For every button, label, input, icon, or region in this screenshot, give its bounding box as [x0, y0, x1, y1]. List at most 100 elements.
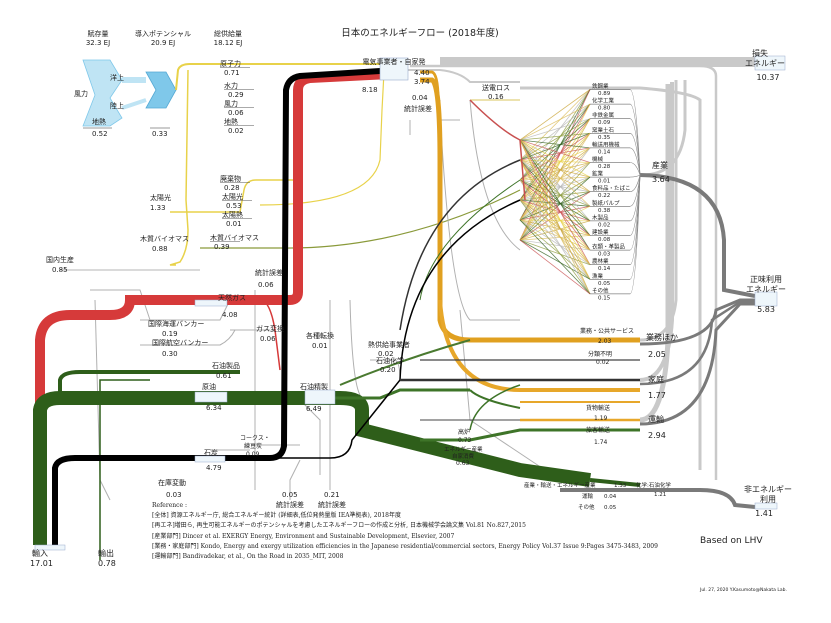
loss-flows	[408, 57, 755, 480]
industry-fan-line	[519, 239, 591, 280]
self-use-label: エネルギー産業	[444, 445, 483, 453]
supply-biomass-label: 木質バイオマス	[210, 233, 259, 242]
loss-output-value: 10.37	[757, 73, 780, 82]
industry-sector-value: 0.80	[598, 106, 611, 112]
industry-sector-value: 0.89	[598, 91, 611, 97]
useful-output-value: 5.83	[757, 305, 775, 314]
industry-sector-value: 0.38	[598, 208, 611, 214]
industry-sector-connector	[629, 133, 641, 176]
industry-sector-value: 0.14	[598, 266, 611, 272]
industry-fan-line	[519, 139, 591, 222]
industry-fan-line	[519, 159, 591, 236]
heat-supply-value: 0.02	[378, 350, 394, 358]
wind-label: 風力	[74, 89, 88, 98]
supply-geo-value: 0.02	[228, 127, 244, 135]
offshore-label: 洋上	[110, 73, 124, 82]
industry-sector-label: 窯業土石	[592, 126, 615, 134]
industry-fan-line	[519, 159, 591, 295]
industry-sector-label: その他	[592, 286, 609, 294]
industry-sector-labels: 鉄鋼業0.89化学工業0.80非鉄金属0.09窯業土石0.35輸送用機械0.14…	[590, 82, 641, 301]
industry-fan-line	[519, 179, 591, 251]
gas-flows	[35, 69, 526, 545]
supply-wind-label: 風力	[224, 99, 238, 108]
industry-sector-value: 0.09	[598, 120, 611, 126]
potential-value: 0.33	[152, 130, 168, 138]
geothermal-value: 0.52	[92, 130, 108, 138]
renewable-potential	[82, 59, 177, 129]
export-label: 輸出	[98, 548, 114, 558]
domestic-value: 0.85	[52, 266, 68, 274]
blast-furnace-value: 0.73	[458, 437, 472, 444]
blast-furnace-label: 高炉	[458, 428, 470, 436]
reference-line: [産業部門] Dincer et al. EXERGY Energy, Envi…	[152, 532, 455, 540]
biz-value: 2.03	[598, 338, 612, 345]
power-value-left: 8.18	[362, 86, 378, 94]
household-output-value: 1.77	[648, 391, 666, 400]
industry-sector-label: 鉄鋼業	[592, 82, 609, 90]
industry-fan-line	[519, 139, 591, 251]
industry-sector-label: 製紙パルプ	[592, 199, 620, 207]
coal-value: 4.79	[206, 464, 222, 472]
power-value-top: 4.40	[414, 69, 430, 77]
industry-sector-label: 農林業	[592, 257, 609, 265]
stock-label: 在庫変動	[158, 478, 186, 487]
stat-potential-value: 20.9 EJ	[151, 39, 175, 47]
self-use-value: 0.63	[456, 460, 470, 467]
supply-solar_heat-value: 0.01	[226, 220, 242, 228]
onshore-label: 陸上	[110, 101, 124, 110]
industry-sector-connector	[629, 174, 641, 178]
industry-sector-label: 鉱業	[592, 170, 604, 178]
industry-fan-line	[519, 139, 591, 178]
passenger-label: 旅客輸送	[586, 426, 610, 434]
stat-bottom2-value: 0.21	[324, 491, 340, 499]
gas-label: 天然ガス	[218, 293, 246, 302]
coke-label: コークス・	[240, 435, 270, 442]
references: Reference : [全体] 資源エネルギー庁, 総合エネルギー統計 (詳細…	[152, 501, 712, 562]
industry-sector-value: 0.22	[598, 193, 610, 199]
biomass-left-value: 0.88	[152, 245, 168, 253]
industry-sector-label: 非鉄金属	[592, 111, 614, 119]
industry-sector-value: 0.28	[598, 164, 611, 170]
refinery-label: 石油精製	[300, 382, 328, 391]
industry-fan-line	[519, 219, 591, 295]
node-boxes	[34, 55, 786, 551]
supply-wind-value: 0.06	[228, 109, 244, 117]
renewable-flows	[169, 63, 520, 266]
nonenergy-transport-label: 運輸	[582, 492, 594, 500]
industry-sector-value: 0.03	[598, 252, 611, 258]
industry-fan-line	[519, 139, 591, 193]
industry-fan-line	[519, 179, 591, 265]
oil-products-value: 0.61	[216, 372, 232, 380]
lhv-note: Based on LHV	[700, 536, 763, 546]
industry-sector-label: 食料品・たばこ	[592, 184, 631, 192]
passenger-value: 1.74	[594, 439, 608, 446]
industry-fan-line	[519, 239, 591, 295]
industry-fan-line	[519, 239, 591, 266]
reference-line: [再エネ]増田ら, 再生可能エネルギーのポテンシャルを考慮したエネルギーフローの…	[152, 522, 526, 530]
intl-ship-value: 0.19	[162, 330, 178, 338]
industry-output-value: 3.64	[652, 175, 670, 184]
industry-sector-label: 建設業	[592, 228, 609, 236]
heat-supply-label: 熱供給事業者	[368, 340, 410, 349]
self-use-label-2: 自家消費	[452, 452, 475, 460]
industry-fan-line	[519, 103, 591, 141]
gas-conv-label: ガス変換	[256, 324, 284, 333]
export-value: 0.78	[98, 559, 116, 568]
business-output-label: 業務ほか	[646, 332, 678, 342]
supply-solar_pv-label: 太陽光	[222, 192, 243, 201]
domestic-label: 国内生産	[46, 255, 74, 264]
biz-label: 業務・公共サービス	[580, 327, 634, 335]
industry-sector-label: 化学工業	[592, 97, 615, 105]
industry-fan-line	[519, 205, 591, 221]
industry-fan-line	[519, 219, 591, 251]
industry-sector-value: 0.35	[598, 135, 611, 141]
industry-sector-label: 木製品	[592, 213, 609, 221]
industry-fan-line	[519, 199, 591, 265]
useful-flows	[560, 173, 756, 509]
misc-conv-value: 0.01	[312, 342, 328, 350]
solar-left-value: 1.33	[150, 204, 166, 212]
stat-err-mid-label: 統計誤差	[255, 268, 283, 277]
industry-sector-connector	[629, 162, 641, 176]
reference-line: [業務・家庭部門] Kondo, Energy and exergy utili…	[152, 542, 658, 550]
stat-err-top-label: 統計誤差	[404, 104, 432, 113]
